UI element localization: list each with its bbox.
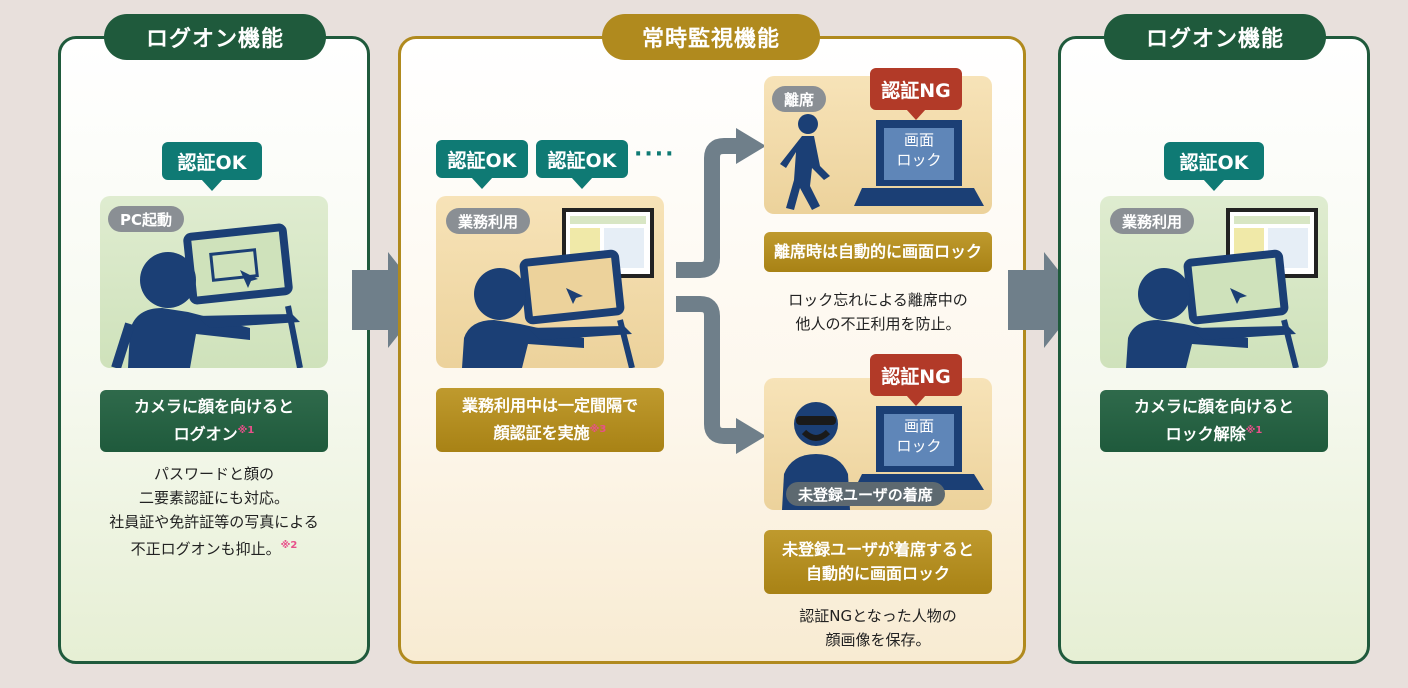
middle-label-line2-text: 顔認証を実施 xyxy=(493,423,590,443)
right-scene-chip: 業務利用 xyxy=(1110,208,1195,234)
middle-panel-title: 常時監視機能 xyxy=(602,14,820,60)
unregistered-desc-line: 顔画像を保存。 xyxy=(825,631,931,649)
middle-label-note: ※3 xyxy=(589,424,607,436)
left-label-line1: カメラに顔を向けると xyxy=(133,397,294,417)
laptop-icon xyxy=(854,406,984,490)
person-at-pc-icon xyxy=(111,223,303,368)
right-scene: 業務利用 xyxy=(1100,196,1328,368)
middle-scene: 業務利用 xyxy=(436,196,664,368)
middle-auth-ok-bubble-2: 認証OK xyxy=(536,140,628,189)
unregistered-screen-text: 画面 ロック xyxy=(884,416,954,456)
left-label-line2-text: ログオン xyxy=(173,424,238,444)
away-screen-line2: ロック xyxy=(896,151,942,169)
away-desc-line: ロック忘れによる離席中の xyxy=(788,291,968,309)
left-desc-line: 二要素認証にも対応。 xyxy=(138,489,289,507)
unregistered-label-line2: 自動的に画面ロック xyxy=(805,564,950,583)
unregistered-caption: 未登録ユーザの着席 xyxy=(786,482,945,506)
laptop-icon xyxy=(854,120,984,206)
away-auth-ng-badge: 認証NG xyxy=(870,68,962,120)
away-scene: 離席 画面 ロック xyxy=(764,76,992,214)
arrow-icon xyxy=(1008,252,1082,348)
left-label-note: ※1 xyxy=(237,425,255,437)
right-auth-ok-bubble: 認証OK xyxy=(1164,142,1264,191)
middle-auth-ok-bubble-1: 認証OK xyxy=(436,140,528,189)
right-label-line2-text: ロック解除 xyxy=(1165,424,1246,444)
away-lock-label: 離席時は自動的に画面ロック xyxy=(764,232,992,272)
arrow-icon xyxy=(676,128,766,454)
left-logon-label: カメラに顔を向けると ログオン※1 xyxy=(100,390,328,452)
left-scene: PC起動 xyxy=(100,196,328,368)
left-description: パスワードと顔の 二要素認証にも対応。 社員証や免許証等の写真による 不正ログオ… xyxy=(70,462,358,561)
right-label-line1: カメラに顔を向けると xyxy=(1133,397,1294,417)
away-description: ロック忘れによる離席中の 他人の不正利用を防止。 xyxy=(764,288,992,336)
left-desc-line-text: 不正ログオンも抑止。 xyxy=(130,540,281,558)
left-desc-line: 社員証や免許証等の写真による xyxy=(109,513,319,531)
left-desc-line: パスワードと顔の xyxy=(153,465,274,483)
person-at-pc-icon xyxy=(1126,208,1318,368)
unregistered-auth-ng-badge: 認証NG xyxy=(870,354,962,406)
middle-label-line1: 業務利用中は一定間隔で xyxy=(461,396,638,416)
away-screen-line1: 画面 xyxy=(903,131,934,149)
unregistered-label-line1: 未登録ユーザが着席すると xyxy=(782,540,974,559)
arrow-icon xyxy=(352,252,426,348)
right-label-note: ※1 xyxy=(1245,425,1263,437)
unregistered-description: 認証NGとなった人物の 顔画像を保存。 xyxy=(764,604,992,652)
right-unlock-label: カメラに顔を向けると ロック解除※1 xyxy=(1100,390,1328,452)
unregistered-desc-line: 認証NGとなった人物の xyxy=(799,607,957,625)
right-panel-title: ログオン機能 xyxy=(1104,14,1326,60)
right-label-line2: ロック解除※1 xyxy=(1166,419,1263,446)
left-label-line2: ログオン※1 xyxy=(174,419,255,446)
unregistered-screen-line2: ロック xyxy=(896,437,942,455)
left-auth-ok-bubble: 認証OK xyxy=(162,142,262,191)
away-chip: 離席 xyxy=(772,86,827,112)
left-desc-note: ※2 xyxy=(280,540,298,551)
unregistered-screen-line1: 画面 xyxy=(903,417,934,435)
left-desc-line-last: 不正ログオンも抑止。※2 xyxy=(70,534,358,561)
unregistered-lock-label: 未登録ユーザが着席すると 自動的に画面ロック xyxy=(764,530,992,594)
middle-periodic-label: 業務利用中は一定間隔で 顔認証を実施※3 xyxy=(436,388,664,452)
away-screen-text: 画面 ロック xyxy=(884,130,954,170)
middle-scene-chip: 業務利用 xyxy=(446,208,531,234)
person-at-pc-icon xyxy=(462,208,654,368)
left-scene-chip: PC起動 xyxy=(108,206,185,232)
middle-label-line2: 顔認証を実施※3 xyxy=(494,418,607,445)
continuation-dots: ···· xyxy=(634,142,676,167)
away-desc-line: 他人の不正利用を防止。 xyxy=(795,315,961,333)
left-panel-title: ログオン機能 xyxy=(104,14,326,60)
walking-person-icon xyxy=(780,114,830,210)
unregistered-scene: 画面 ロック 未登録ユーザの着席 xyxy=(764,378,992,510)
